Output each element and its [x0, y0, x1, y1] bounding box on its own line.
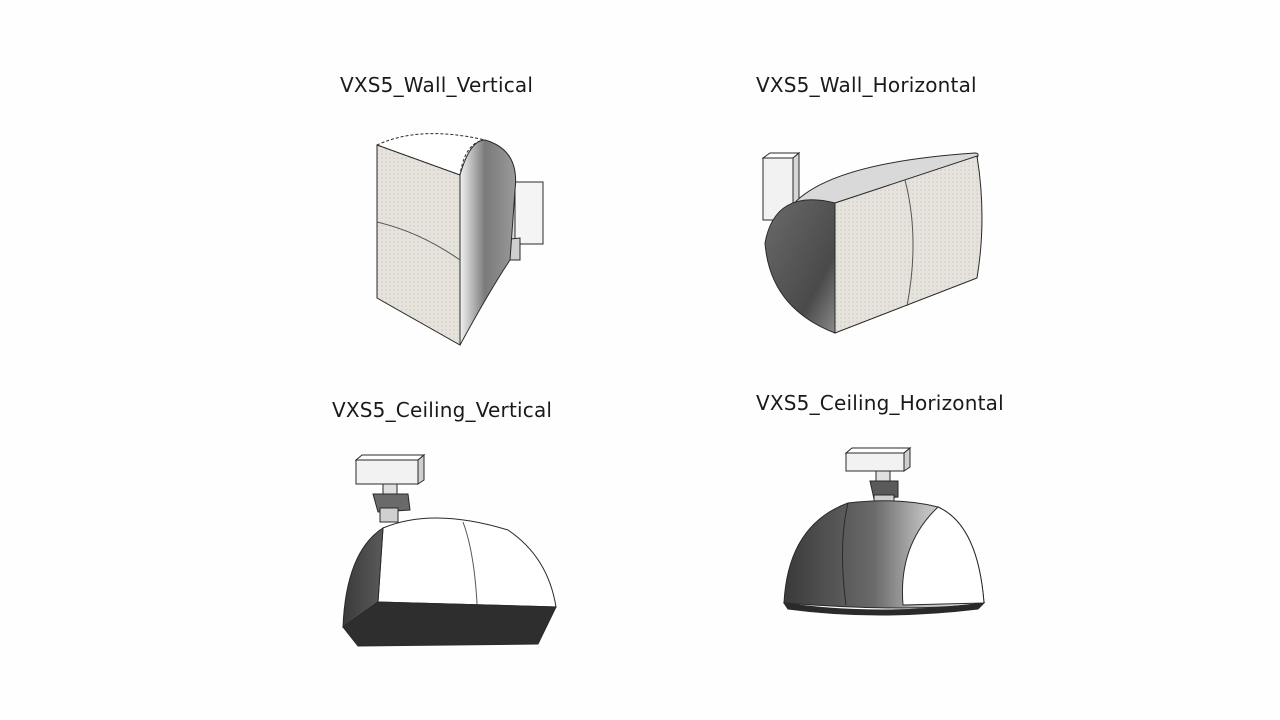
- speaker-ceiling-vertical-illustration: [342, 453, 557, 647]
- speaker-ceiling-horizontal-illustration: [782, 446, 986, 616]
- speaker-wall-horizontal-illustration: [761, 151, 983, 334]
- speaker-wall-vertical-illustration: [375, 133, 544, 346]
- model-label-wall-vertical: VXS5_Wall_Vertical: [340, 73, 534, 97]
- model-label-ceiling-vertical: VXS5_Ceiling_Vertical: [332, 398, 553, 422]
- model-label-wall-horizontal: VXS5_Wall_Horizontal: [756, 73, 977, 97]
- model-label-ceiling-horizontal: VXS5_Ceiling_Horizontal: [756, 391, 1004, 415]
